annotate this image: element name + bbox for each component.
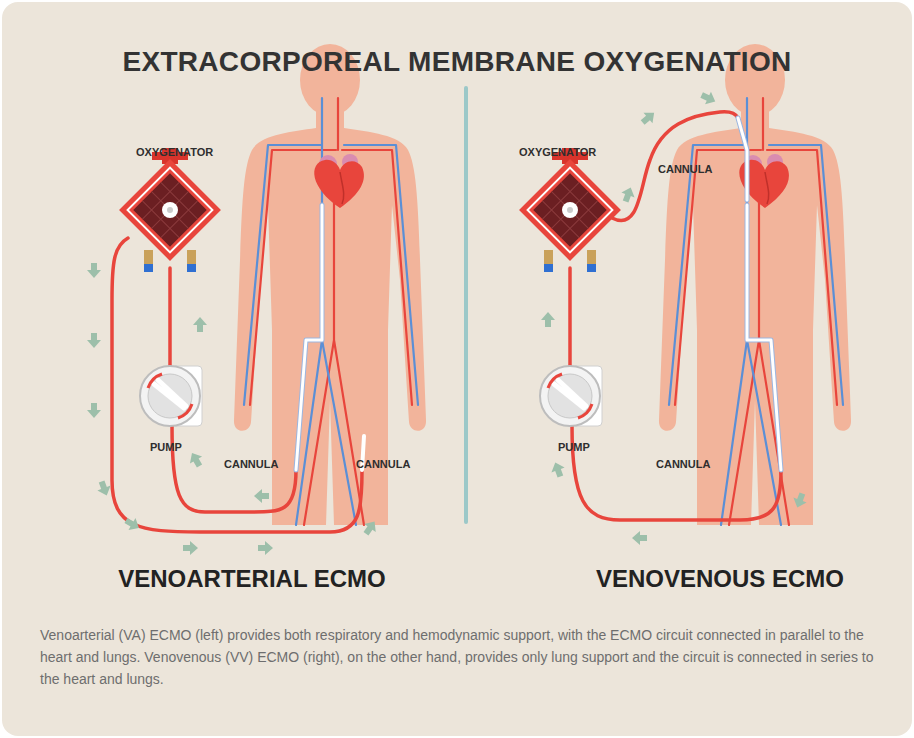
part-label: OXYGENATOR — [519, 146, 596, 158]
figure-caption: Venoarterial (VA) ECMO (left) provides b… — [40, 624, 880, 690]
flow-arrow — [619, 185, 637, 204]
flow-arrow — [87, 333, 101, 348]
part-label: CANNULA — [656, 458, 710, 470]
part-label: CANNULA — [658, 163, 712, 175]
flow-arrow — [549, 460, 567, 479]
panel-heading: VENOARTERIAL ECMO — [118, 565, 386, 593]
part-label: PUMP — [150, 441, 182, 453]
flow-arrow — [186, 450, 206, 470]
part-label: PUMP — [558, 441, 590, 453]
part-label: OXYGENATOR — [136, 146, 213, 158]
flow-arrow — [87, 263, 101, 278]
flow-arrow — [541, 312, 555, 327]
flow-arrow — [95, 479, 113, 498]
flow-arrow — [87, 403, 101, 418]
flow-arrow — [632, 531, 647, 545]
part-label: CANNULA — [356, 458, 410, 470]
flow-arrow — [193, 317, 207, 332]
flow-arrow — [122, 514, 142, 534]
flow-arrow — [258, 541, 273, 555]
flow-arrow — [183, 541, 198, 555]
flow-arrow — [360, 517, 380, 537]
flow-arrow — [254, 489, 269, 503]
diagram-title: EXTRACORPOREAL MEMBRANE OXYGENATION — [122, 46, 791, 78]
panel-heading: VENOVENOUS ECMO — [596, 565, 844, 593]
flow-arrow — [791, 491, 809, 510]
part-label: CANNULA — [224, 458, 278, 470]
flow-arrow — [638, 107, 658, 127]
flow-arrow — [699, 89, 719, 108]
